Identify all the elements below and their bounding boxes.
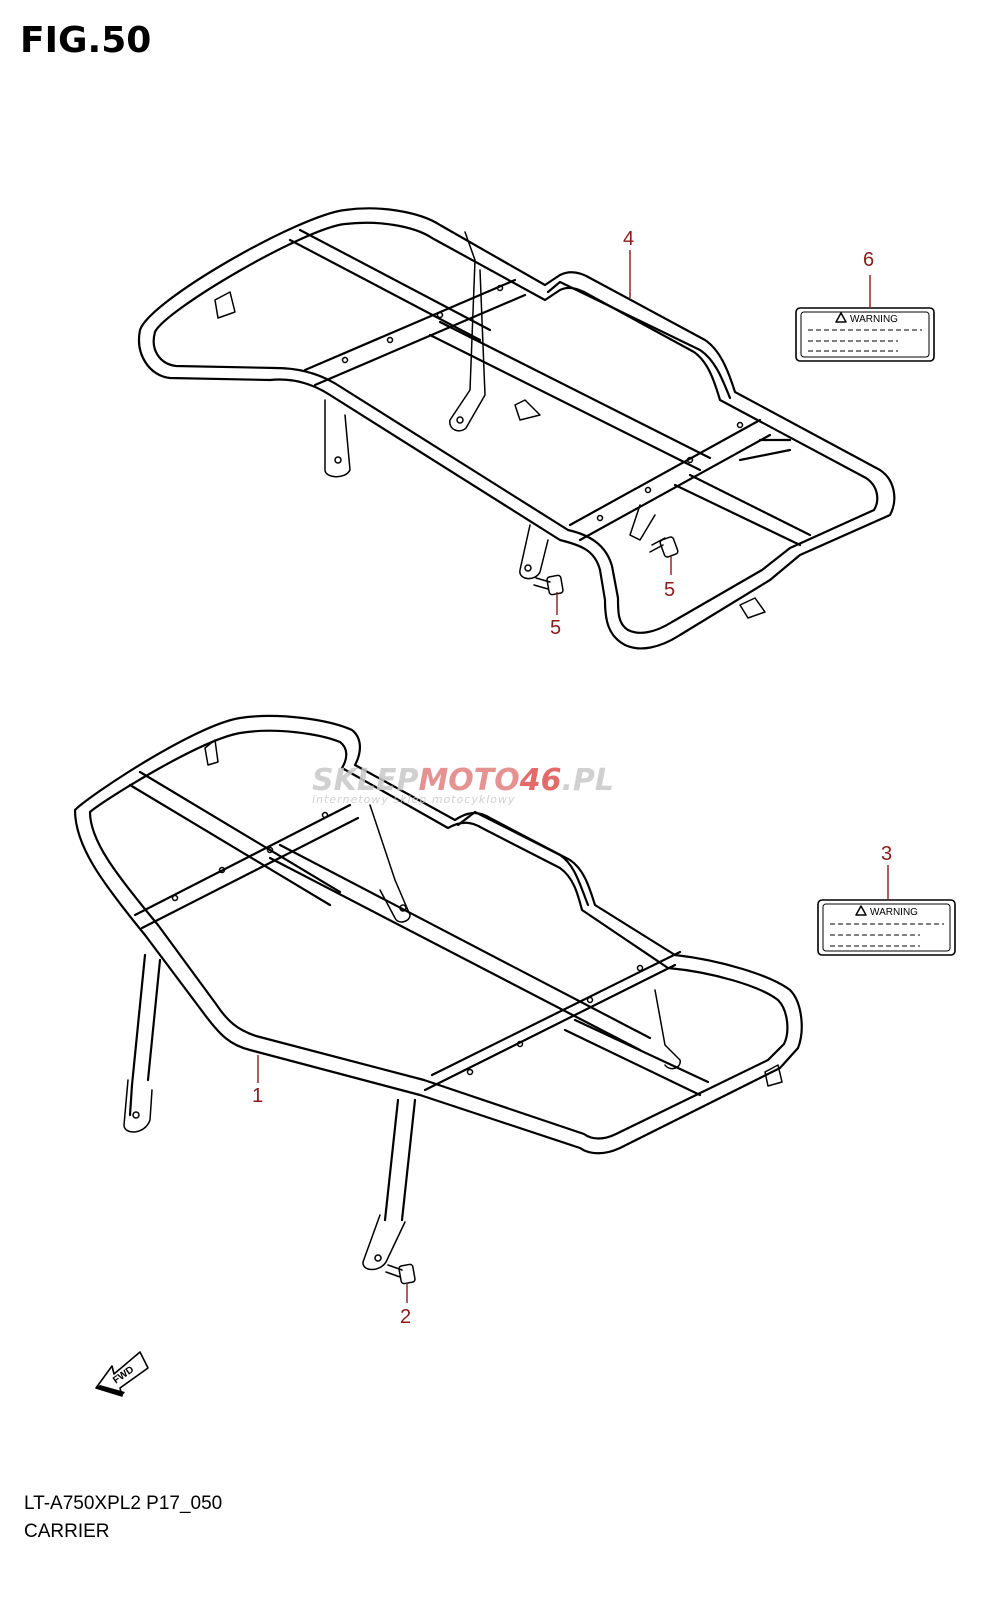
svg-text:4: 4 xyxy=(623,228,634,250)
watermark: SKLEPMOTO46.PL internetowy sklep motocyk… xyxy=(312,763,614,806)
upper-carrier xyxy=(137,207,896,650)
svg-text:5: 5 xyxy=(664,579,675,601)
svg-text:internetowy sklep motocyklowy: internetowy sklep motocyklowy xyxy=(312,793,516,806)
section-name: CARRIER xyxy=(24,1521,110,1542)
callout-2: 2 xyxy=(400,1283,411,1328)
svg-text:1: 1 xyxy=(252,1085,263,1107)
svg-text:6: 6 xyxy=(863,249,874,271)
callout-3: 3 xyxy=(881,843,892,900)
svg-text:5: 5 xyxy=(550,617,561,639)
bolt-lower xyxy=(385,1263,416,1285)
figure-title: FIG.50 xyxy=(20,20,152,61)
callout-4: 4 xyxy=(623,228,634,298)
bolt-upper-right xyxy=(649,536,679,558)
warning-text-lower: WARNING xyxy=(870,907,918,918)
callout-5-left: 5 xyxy=(550,592,561,639)
warning-text-upper: WARNING xyxy=(850,314,898,325)
model-code: LT-A750XPL2 P17_050 xyxy=(24,1493,223,1514)
svg-text:3: 3 xyxy=(881,843,892,865)
callout-5-right: 5 xyxy=(664,556,675,601)
svg-text:SKLEPMOTO46.PL: SKLEPMOTO46.PL xyxy=(312,763,614,798)
lower-carrier xyxy=(73,714,803,1271)
svg-text:2: 2 xyxy=(400,1306,411,1328)
bolt-upper-left xyxy=(533,574,564,596)
fwd-arrow-icon: FWD xyxy=(95,1351,149,1397)
warning-label-lower: WARNING xyxy=(817,899,956,956)
warning-label-upper: WARNING xyxy=(795,307,935,362)
callout-1: 1 xyxy=(252,1055,263,1107)
callout-6: 6 xyxy=(863,249,874,308)
